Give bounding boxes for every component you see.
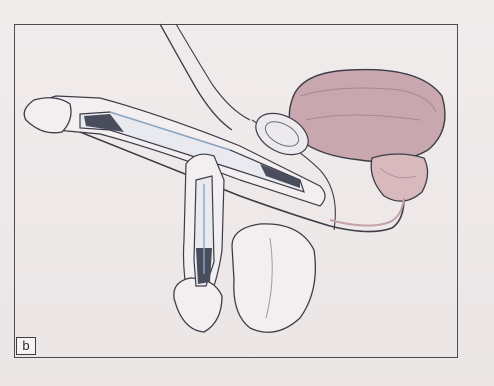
scrotum xyxy=(232,224,315,332)
abdominal-wall xyxy=(160,24,232,130)
panel-label: b xyxy=(16,337,36,355)
penis-glans xyxy=(24,98,71,133)
